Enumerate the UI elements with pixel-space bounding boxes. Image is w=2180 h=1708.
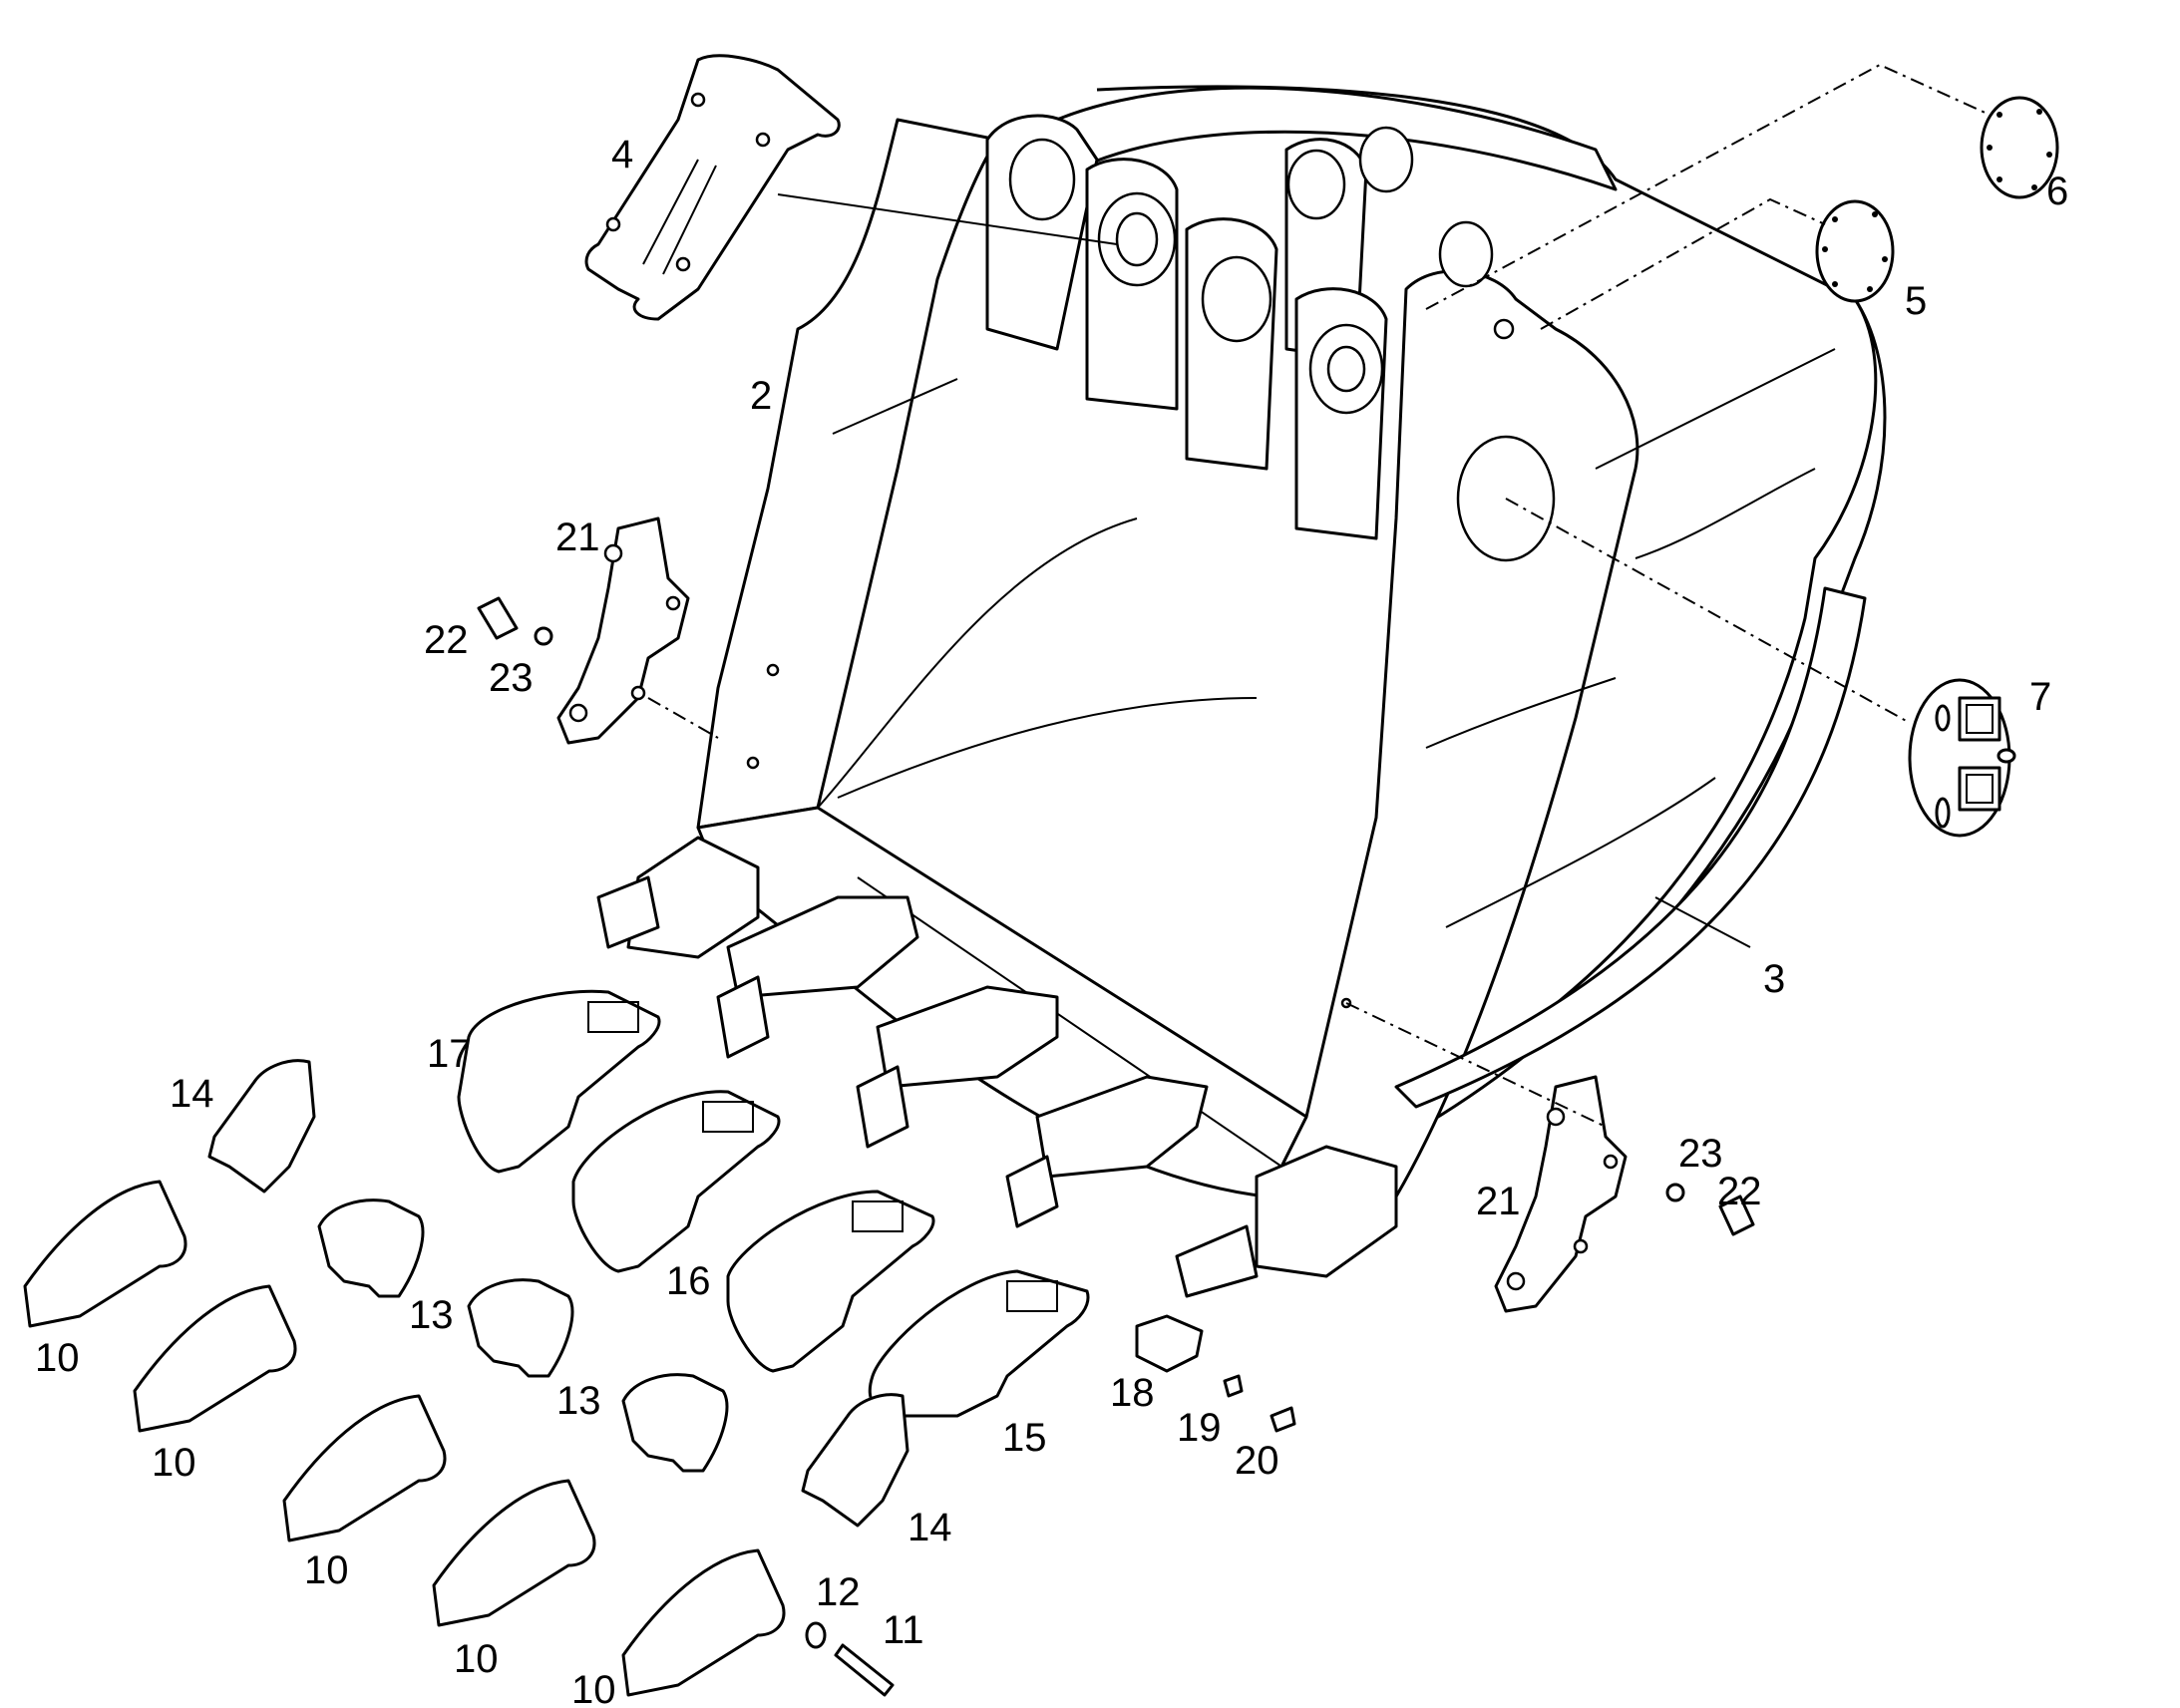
part-17-shroud [457,989,661,1174]
part-5-disc [1815,199,1895,303]
callout-10-b: 10 [152,1441,196,1485]
part-16-shroud [571,1090,781,1273]
part-18-lock [1135,1314,1204,1373]
callout-7: 7 [2029,675,2051,719]
callout-22-b: 22 [1717,1170,1762,1213]
part-10-tooth-a [23,1180,187,1328]
part-14-b [801,1393,909,1528]
callout-10-c: 10 [304,1548,349,1592]
part-4-plate [584,54,841,321]
part-21-right [1494,1075,1628,1313]
callout-10-e: 10 [571,1668,616,1708]
part-10-tooth-c [282,1394,447,1542]
part-13-cover-b [467,1278,574,1378]
callout-13-b: 13 [556,1379,601,1423]
callout-19: 19 [1177,1406,1222,1450]
callout-11: 11 [883,1608,924,1652]
callout-4: 4 [611,133,633,176]
part-14-a [207,1059,316,1194]
part-13-cover-a [317,1198,425,1298]
part-7-label-disc [1908,678,2016,838]
part-22-left-pin [477,596,519,640]
callout-10-d: 10 [454,1637,499,1681]
callout-14-b: 14 [908,1506,952,1549]
callout-10-a: 10 [35,1336,80,1380]
part-20-pin [1270,1406,1296,1433]
part-21-left [556,516,690,745]
part-12-retainer [805,1621,827,1649]
part-10-tooth-b [133,1284,297,1433]
leader-lines [647,63,1991,1128]
part-15-shroud [868,1269,1090,1418]
callout-21-b: 21 [1476,1180,1521,1223]
callout-16: 16 [666,1259,711,1303]
part-19-pin [1223,1374,1244,1398]
callout-3: 3 [1763,957,1785,1001]
callout-12: 12 [816,1570,861,1614]
callout-18: 18 [1110,1371,1155,1415]
part-11-pin [834,1643,895,1697]
callout-labels: 2 3 4 5 6 7 10 10 10 10 10 11 12 13 13 1… [35,133,2068,1708]
callout-17: 17 [427,1032,472,1076]
callout-5: 5 [1905,279,1927,323]
part-13-cover-c [621,1373,729,1473]
callout-20: 20 [1235,1439,1279,1483]
callout-6: 6 [2046,170,2068,213]
callout-13-a: 13 [409,1293,454,1337]
part-10-tooth-e [621,1548,786,1697]
callout-2: 2 [750,374,772,418]
part-23-right-washer [1665,1183,1685,1202]
callout-14-a: 14 [170,1072,214,1116]
part-23-left-washer [534,626,553,646]
callout-22-a: 22 [424,618,469,662]
lip-adapters [716,895,1209,1228]
bucket-body [596,85,1887,1298]
part-6-disc [1980,96,2059,199]
callout-23-b: 23 [1678,1132,1723,1176]
part-16b-shroud [726,1190,935,1373]
part-10-tooth-d [432,1479,596,1627]
callout-15: 15 [1002,1416,1047,1460]
part-22-right-pin [1718,1195,1755,1236]
callout-21-a: 21 [555,515,600,559]
callout-23-a: 23 [489,656,534,700]
